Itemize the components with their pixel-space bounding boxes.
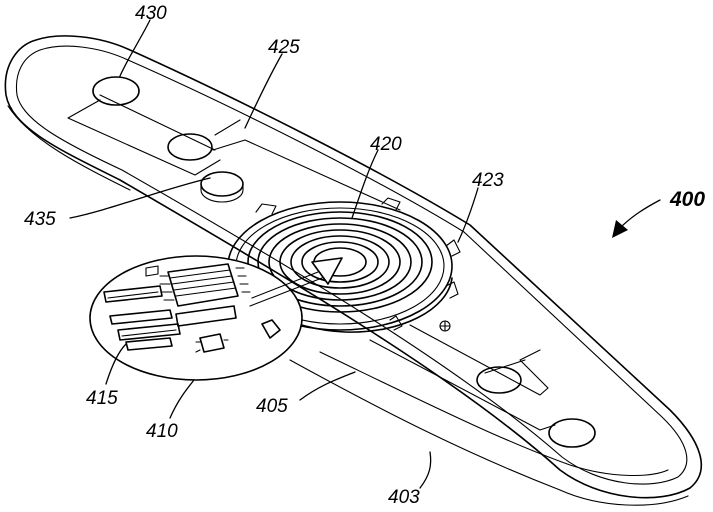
leader-435	[70, 178, 210, 218]
label-403: 403	[388, 487, 420, 508]
circuit-board-detail-410	[90, 256, 302, 380]
label-435: 435	[24, 209, 56, 230]
leader-lines	[70, 20, 478, 488]
figure-arrow-shaft	[620, 200, 660, 228]
leader-403	[420, 452, 431, 488]
figure-number-label: 400	[669, 188, 705, 211]
leader-405	[300, 372, 355, 400]
label-415: 415	[86, 388, 118, 409]
leader-410	[170, 380, 194, 418]
small-component-mark	[440, 321, 450, 331]
contact-pad-430	[93, 77, 139, 105]
label-430: 430	[135, 3, 167, 24]
leader-423	[458, 188, 478, 242]
label-420: 420	[370, 134, 402, 155]
label-405: 405	[256, 396, 288, 417]
label-423: 423	[472, 170, 504, 191]
leader-425	[245, 54, 282, 128]
label-410: 410	[146, 421, 178, 442]
figure-reference-arrow: 400	[612, 188, 705, 238]
base-plate	[5, 36, 701, 505]
reference-labels: 430 425 420 423 435 415 410 405 403	[24, 3, 504, 508]
contact-pad-435	[201, 172, 243, 202]
contact-pad-far-right	[549, 419, 595, 447]
contact-pad-lower-right	[477, 367, 521, 393]
label-425: 425	[268, 37, 300, 58]
base-plate-inner-rim	[16, 46, 686, 484]
trace-right	[370, 325, 555, 430]
